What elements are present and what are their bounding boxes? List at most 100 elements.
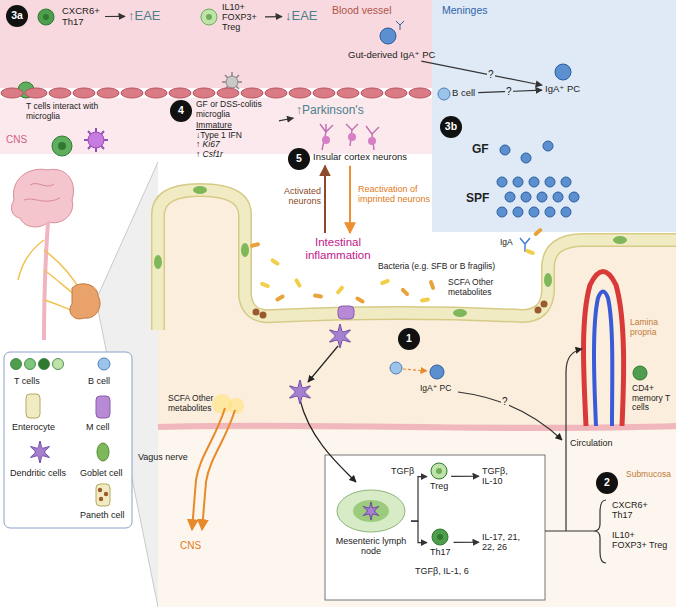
body-figure [12, 169, 74, 227]
endothelium-cells [193, 88, 215, 98]
vagus-nerve [192, 394, 244, 530]
label-text: IgA [500, 238, 513, 248]
body-figure [70, 284, 100, 319]
callout-number: 3b [440, 116, 462, 138]
cell-label: B cell [452, 88, 475, 99]
callout-number: 4 [170, 100, 192, 122]
endothelium-cells [121, 88, 143, 98]
epithelium [260, 312, 267, 319]
endothelium-cells [25, 88, 47, 98]
epithelium [535, 307, 542, 314]
meninges-panel [432, 0, 676, 232]
blood-vessel-loop [584, 272, 624, 427]
node-text: IgA⁺ PC [545, 84, 580, 95]
legend-text: T cells [14, 376, 40, 386]
node-text: Mesenteric lymph node [333, 536, 409, 556]
meningeal-plasma-cells [561, 207, 571, 217]
legend-entry: Goblet cell [80, 468, 123, 478]
circulation-arrows [300, 400, 356, 482]
label-text: CNS [180, 540, 201, 551]
endothelium-cells [169, 88, 191, 98]
cell-label: IgA⁺ PC [545, 84, 580, 95]
meningeal-plasma-cells [561, 177, 571, 187]
endothelium-cells [337, 88, 359, 98]
endothelium-cells [97, 88, 119, 98]
epithelium [541, 301, 548, 308]
node-text: TGFβ, IL-10 [482, 466, 520, 486]
epithelium [158, 190, 676, 330]
circulation-arrows [308, 346, 338, 382]
blood-vessel-loop [594, 292, 612, 427]
lymph-node-icon [333, 486, 409, 536]
callout-number: 1 [406, 333, 412, 345]
legend-icons [97, 443, 109, 461]
legend-text: Enterocyte [12, 422, 55, 432]
cytokine-label: TGFβ, IL-10 [482, 466, 520, 486]
th17-cell: Th17 [430, 528, 451, 557]
endothelium-cells [289, 88, 311, 98]
label-text: T cells interact with microglia [26, 102, 110, 121]
connector-arrow [324, 166, 326, 233]
legend-entry: M cell [86, 422, 110, 432]
legend-text: Goblet cell [80, 468, 123, 478]
endothelium-cells [1, 88, 23, 98]
lymph-node-icon [353, 500, 389, 522]
epithelium [154, 255, 162, 269]
t-cell-icon [431, 463, 447, 479]
meningeal-plasma-cells [529, 207, 539, 217]
bacteria [533, 227, 543, 236]
top-cells [346, 124, 358, 146]
meningeal-plasma-cells [513, 177, 523, 187]
top-cells [430, 365, 444, 379]
label-text: Bacteria (e.g. SFB or B fragilis) [378, 262, 495, 272]
body-figure [24, 184, 60, 202]
node-text: Treg [430, 481, 448, 491]
blood-vessel-loop [584, 272, 624, 427]
t-cell-icon [436, 468, 442, 474]
top-cells [226, 76, 238, 88]
label-text: Blood vessel [332, 5, 392, 17]
node-text: ↑Parkinson's [296, 104, 364, 117]
cell-label: IL10+ FOXP3+ Treg [222, 2, 262, 32]
top-cells [438, 88, 450, 100]
endothelium-cells [217, 88, 239, 98]
connector-arrow [279, 118, 293, 121]
top-cells [18, 9, 647, 380]
label-text: IgA⁺ PC [420, 384, 451, 394]
top-cells [368, 137, 376, 145]
node-text: CXCR6+ Th17 [62, 6, 102, 27]
top-cells [58, 142, 66, 150]
lymph-node-box [325, 455, 545, 600]
top-cells [366, 126, 379, 150]
connector-arrow [349, 166, 351, 233]
circulation-arrows [594, 500, 606, 563]
top-cells [322, 136, 330, 144]
endothelium-cells [385, 88, 407, 98]
body-figure [44, 222, 48, 340]
legend-icons [104, 492, 108, 496]
connector-arrow [411, 477, 427, 522]
node-text: ↓EAE [285, 9, 318, 24]
node-text: Th17 [430, 547, 451, 557]
bacteria [313, 293, 324, 299]
top-cells [320, 124, 333, 150]
intestinal-tissue [158, 430, 676, 607]
edge-label: Activated neurons [258, 186, 322, 206]
legend-icons [25, 359, 36, 370]
node-text: GF or DSS-colitis microglia [196, 100, 276, 119]
epithelium [453, 309, 467, 317]
legend-icons [96, 484, 110, 506]
connector-arrow [454, 542, 479, 543]
endothelium-cells [409, 88, 431, 98]
vagus-nerve [202, 410, 235, 530]
node-text: ↑ Ki67 [196, 140, 276, 150]
meninges-panel [432, 0, 676, 232]
node-text: ↑ Csf1r [196, 150, 276, 160]
callout-number: 5 [288, 148, 310, 170]
top-cells [52, 136, 72, 156]
bacteria [355, 296, 366, 304]
meningeal-plasma-cells [521, 153, 531, 163]
epithelium [544, 273, 552, 287]
dendritic-cells [290, 380, 311, 404]
legend-icons [30, 441, 49, 463]
